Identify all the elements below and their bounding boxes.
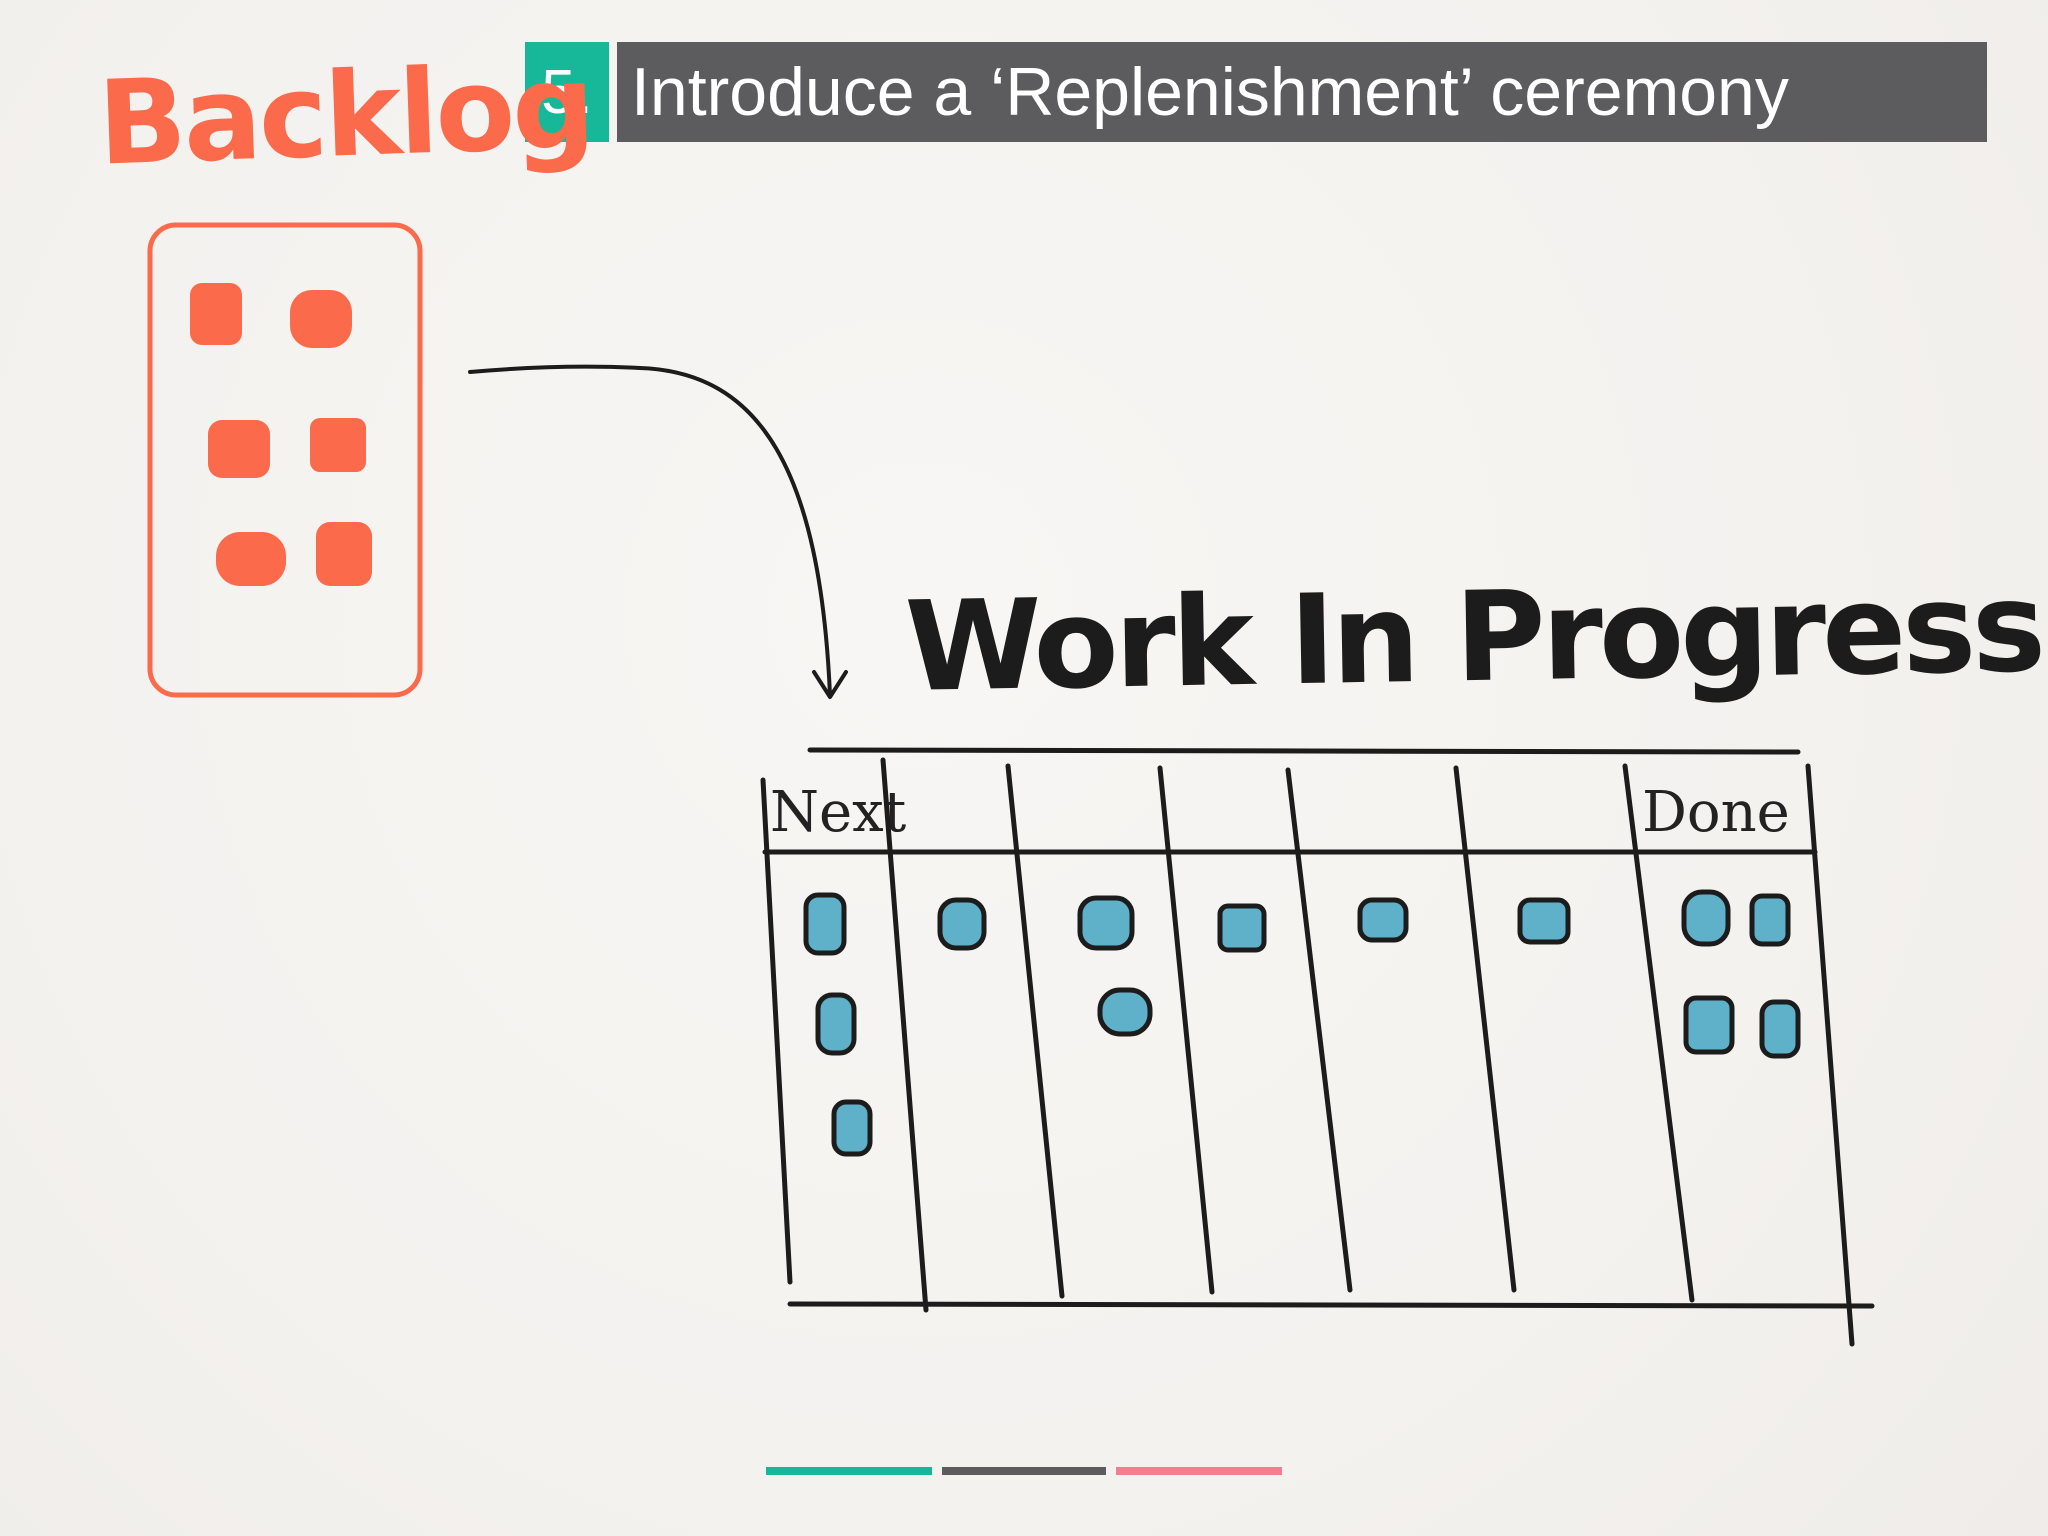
board-card (815, 992, 857, 1056)
column-divider (1805, 763, 1855, 1347)
column-divider (880, 757, 929, 1313)
wip-board (760, 747, 1875, 1347)
slide-title: Introduce a ‘Replenishment’ ceremony (617, 42, 1987, 142)
column-divider (1453, 765, 1517, 1293)
backlog-container (147, 222, 423, 698)
curved-arrow-icon (468, 364, 848, 699)
column-divider (1005, 763, 1065, 1299)
board-cards (803, 889, 1801, 1157)
board-card (1097, 987, 1153, 1037)
board-card (831, 1099, 873, 1157)
column-label-done: Done (1642, 780, 1790, 845)
backlog-card (190, 283, 242, 345)
board-bottom-line (787, 1301, 1875, 1309)
column-divider (1285, 767, 1353, 1293)
board-card (1517, 897, 1571, 945)
footer-bar-pink (1116, 1467, 1282, 1475)
board-top-line (807, 747, 1801, 755)
backlog-card (216, 532, 286, 586)
board-card (1681, 889, 1731, 947)
board-card (1357, 897, 1409, 943)
arrow-shaft (468, 364, 832, 697)
board-card (1749, 893, 1791, 947)
board-card (1077, 895, 1135, 951)
backlog-card (310, 418, 366, 472)
backlog-card (290, 290, 352, 348)
backlog-card (316, 522, 372, 586)
footer-bar-gray (942, 1467, 1106, 1475)
step-number-badge: 5. (525, 42, 609, 142)
slide-header: 5. Introduce a ‘Replenishment’ ceremony (525, 42, 1987, 142)
board-card (1759, 999, 1801, 1059)
board-card (1217, 903, 1267, 953)
backlog-cards (190, 283, 372, 586)
board-card (937, 897, 987, 951)
column-divider (1157, 765, 1215, 1295)
backlog-card (208, 420, 270, 478)
column-divider (760, 777, 793, 1285)
footer-bar-teal (766, 1467, 932, 1475)
board-card (1683, 995, 1735, 1055)
board-card (803, 892, 847, 956)
column-divider (1622, 763, 1695, 1303)
arrow-head (812, 670, 848, 699)
